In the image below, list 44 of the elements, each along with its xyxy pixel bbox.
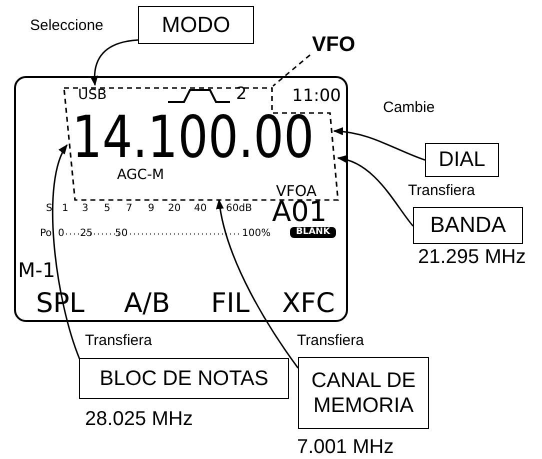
meter-scale-mark: 3 <box>82 204 88 214</box>
instruction-text: Transfiera <box>297 333 364 348</box>
meter-scale-mark: 9 <box>148 204 154 214</box>
instruction-text: Transfiera <box>408 183 475 198</box>
memory-channel-readout: A01 <box>272 198 327 226</box>
meter-scale-mark: 100% <box>242 229 271 239</box>
meter-scale-mark: 0 <box>58 229 64 239</box>
clock-readout: 11:00 <box>292 88 341 105</box>
lcd-display-frame <box>14 76 348 322</box>
function-key-label: XFC <box>282 290 335 317</box>
mode-indicator: USB <box>78 88 107 102</box>
function-key-label: A/B <box>124 290 170 317</box>
vfo-indicator: VFOA <box>276 184 317 199</box>
meter-scale-mark: 1 <box>62 204 68 214</box>
meter-scale-mark: Po <box>40 229 52 239</box>
callout-label: VFO <box>312 34 368 58</box>
meter-scale-mark: S <box>46 204 52 214</box>
function-key-label: FIL <box>211 290 250 317</box>
callout-box: DIAL <box>425 143 499 177</box>
frequency-text: 7.001 MHz <box>297 437 394 457</box>
leader-line <box>272 54 310 87</box>
frequency-text: 28.025 MHz <box>85 409 193 429</box>
frequency-readout: 14.100.00 <box>72 108 314 166</box>
meter-scale-mark: 20 <box>168 204 181 214</box>
callout-box: BANDA <box>413 207 523 244</box>
callout-box: CANAL DE MEMORIA <box>298 357 429 429</box>
callout-box: BLOC DE NOTAS <box>79 358 289 399</box>
arrow <box>333 128 426 161</box>
menu-indicator: M-1 <box>18 260 56 280</box>
meter-scale-mark: 40 <box>194 204 207 214</box>
meter-scale-mark: 60dB <box>226 204 252 214</box>
meter-scale-mark: 25 <box>80 229 93 239</box>
instruction-text: Seleccione <box>30 18 104 33</box>
agc-indicator: AGC-M <box>117 168 164 182</box>
memory-status-badge: BLANK <box>290 227 336 238</box>
callout-box: MODO <box>138 6 254 44</box>
meter-scale-mark: 7 <box>126 204 132 214</box>
instruction-text: Transfiera <box>85 333 152 348</box>
frequency-text: 21.295 MHz <box>418 247 526 267</box>
meter-scale-mark: 5 <box>104 204 110 214</box>
arrow <box>216 199 299 368</box>
instruction-text: Cambie <box>383 100 435 115</box>
arrow <box>337 156 414 226</box>
arrow <box>90 39 138 86</box>
